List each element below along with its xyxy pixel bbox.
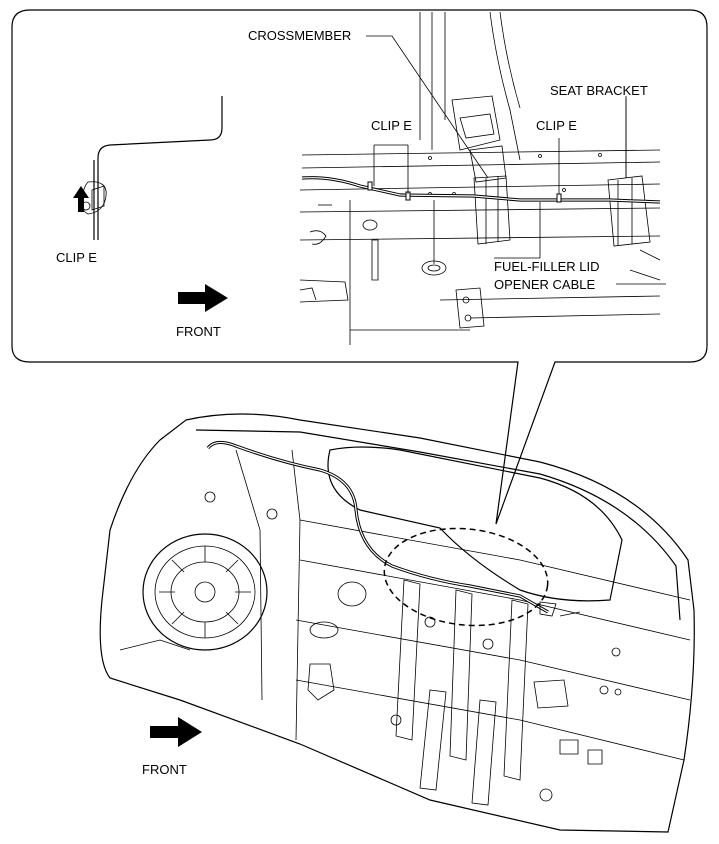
inset-floor-panel <box>299 11 661 345</box>
front-arrow-icon-main <box>150 717 202 747</box>
fuel-filler-cable-main <box>206 440 557 617</box>
fuel-filler-label-line2: OPENER CABLE <box>494 277 595 292</box>
seat-bracket-label: SEAT BRACKET <box>550 83 648 98</box>
clip-e-detail-drawing <box>73 96 223 240</box>
clip-e-left-label: CLIP E <box>371 118 412 133</box>
fuel-filler-label-line1: FUEL-FILLER LID <box>494 259 599 274</box>
front-label-main: FRONT <box>142 762 187 777</box>
detail-area-highlight <box>383 527 549 627</box>
detail-callout <box>11 9 708 525</box>
leader-lines <box>366 35 666 285</box>
crossmember-label: CROSSMEMBER <box>248 28 351 43</box>
front-arrow-icon-inset <box>178 284 228 312</box>
rear-floor-panel <box>99 413 695 833</box>
clip-e-right-label: CLIP E <box>536 118 577 133</box>
front-label-inset: FRONT <box>176 324 221 339</box>
clip-e-detail-label: CLIP E <box>56 250 97 265</box>
